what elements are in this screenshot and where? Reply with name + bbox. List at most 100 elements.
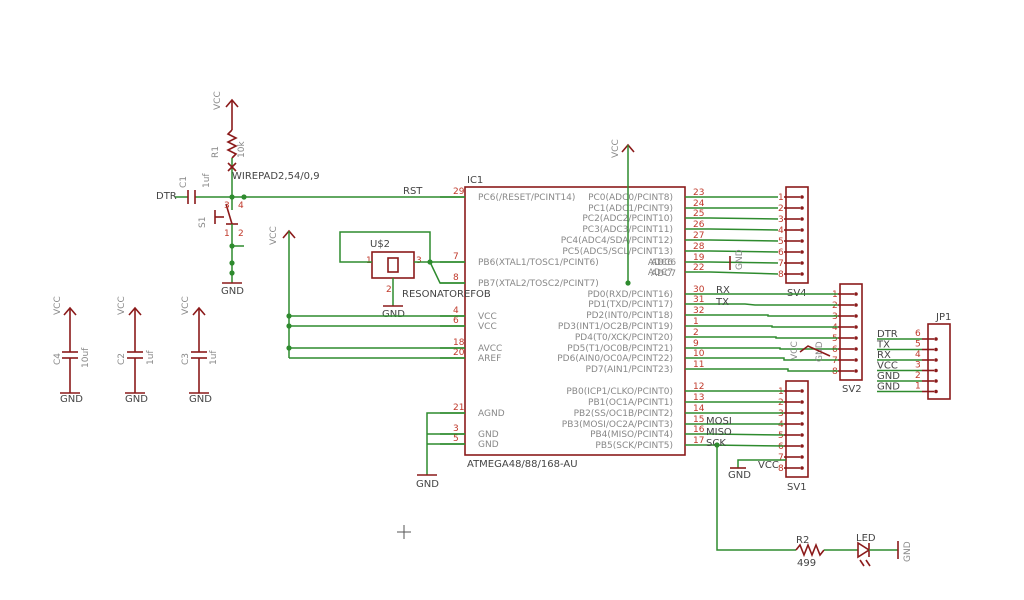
vcc-symbol-adc: VCC	[611, 139, 635, 158]
ic-pin-number: 29	[453, 187, 465, 197]
header-pin-dot	[800, 217, 804, 221]
ic-pin-number: 20	[453, 348, 465, 358]
capacitor-c1: C1 1uf	[179, 173, 212, 204]
c4-ref: C4	[53, 353, 63, 365]
header-pin-number: 8	[778, 270, 784, 280]
ic-pin-number: 25	[693, 209, 704, 219]
c3-value: 1uf	[209, 350, 219, 365]
ic-pin-number: 24	[693, 199, 705, 209]
sv1-wire	[709, 433, 785, 436]
header-pin-number: 6	[778, 442, 784, 452]
sv2-wires	[710, 293, 838, 372]
adc7-label: ADC7	[651, 269, 676, 279]
header-pin-dot	[800, 195, 804, 199]
header-pin-number: 2	[778, 204, 784, 214]
ic-pin-name: PB4(MISO/PCINT4)	[590, 430, 673, 440]
gnd-label: GND	[735, 249, 745, 270]
jp1-signal-name: RX	[877, 350, 891, 361]
header-pin-dot	[854, 314, 858, 318]
header-pin-dot	[854, 358, 858, 362]
header-pin-number: 3	[832, 312, 838, 322]
ic-pin-name: PB7(XTAL2/TOSC2/PCINT7)	[478, 279, 599, 289]
u2-ref: U$2	[370, 239, 390, 250]
jp1-signal-name: GND	[877, 382, 900, 393]
vcc-symbol-ic: VCC	[269, 226, 296, 245]
jp1-pin-number: 2	[915, 371, 921, 381]
ic-pin-number: 3	[453, 424, 459, 434]
ic-pin-name: ADC7	[648, 268, 673, 278]
ic-pin-name: PD6(AIN0/OC0A/PCINT22)	[557, 354, 673, 364]
ic-pin-name: PD1(TXD/PCINT17)	[588, 300, 673, 310]
header-pin-dot	[800, 206, 804, 210]
gnd-symbol-sv4: GND	[729, 249, 745, 270]
led-label: LED	[856, 533, 876, 544]
jp1-pin-number: 3	[915, 361, 921, 371]
header-pin-dot	[800, 239, 804, 243]
ic-pin-name: PD0(RXD/PCINT16)	[587, 290, 673, 300]
r1-value: 10k	[237, 141, 247, 158]
header-pin-number: 1	[778, 387, 784, 397]
ic-pin-number: 31	[693, 295, 704, 305]
header-jp1	[927, 323, 951, 400]
ic1-right-pins: 23PC0(ADC0/PCINT8)24PC1(ADC1/PCINT9)25PC…	[557, 188, 710, 451]
r1-ref: R1	[211, 146, 221, 158]
sv2-label: SV2	[842, 384, 862, 395]
ic-pin-name: PD3(INT1/OC2B/PCINT19)	[558, 322, 673, 332]
sv2-wire	[710, 368, 838, 372]
sv4-wire	[709, 217, 779, 220]
c3-ref: C3	[181, 353, 191, 365]
ic-pin-number: 14	[693, 404, 705, 414]
resonator-label: RESONATOREFOB	[402, 289, 491, 300]
jp1-pin-number: 5	[915, 340, 921, 350]
sv4-wire	[709, 239, 779, 242]
header-pin-number: 7	[778, 453, 784, 463]
header-pin-number: 1	[832, 290, 838, 300]
ic-pin-name: PB2(SS/OC1B/PCINT2)	[574, 409, 673, 419]
ic-pin-number: 30	[693, 285, 705, 295]
gnd-label: GND	[728, 470, 751, 481]
adc6-label: ADC6	[651, 258, 676, 268]
sv2-wire	[710, 357, 838, 361]
ic-pin-number: 7	[453, 252, 459, 262]
vcc-label: VCC	[758, 460, 779, 471]
vcc-label: VCC	[181, 296, 191, 315]
sv1-wire	[709, 444, 785, 447]
header-pin-dot	[800, 466, 804, 470]
header-pin-number: 6	[832, 345, 838, 355]
header-pin-number: 2	[778, 398, 784, 408]
header-pin-number: 5	[832, 334, 838, 344]
resistor-r1: R1 10k	[211, 129, 247, 159]
header-sv2	[839, 283, 863, 381]
ic-pin-number: 23	[693, 188, 704, 198]
vcc-label: VCC	[117, 296, 127, 315]
header-pin-dot	[800, 411, 804, 415]
ic-pin-number: 22	[693, 263, 704, 273]
header-pin-number: 4	[778, 226, 784, 236]
ic-pin-number: 11	[693, 360, 704, 370]
ic-pin-name: PB5(SCK/PCINT5)	[595, 441, 673, 451]
ic-pin-name: GND	[478, 440, 499, 450]
jp1-pin-dot	[934, 368, 938, 373]
header-pin-dot	[800, 389, 804, 393]
tx-label: TX	[715, 297, 729, 308]
ic-pin-number: 19	[693, 253, 705, 263]
ic-pin-number: 32	[693, 306, 704, 316]
ic-pin-name: PC5(ADC5/SCL/PCINT13)	[562, 247, 673, 257]
vcc-label: VCC	[213, 91, 223, 110]
header-pin-dot	[854, 347, 858, 351]
header-pin-dot	[854, 336, 858, 340]
ic-pin-name: PC6(/RESET/PCINT14)	[478, 193, 575, 203]
ic-pin-name: PB0(ICP1/CLKO/PCINT0)	[566, 387, 673, 397]
ic-pin-number: 28	[693, 242, 705, 252]
gnd-label-s1: GND	[221, 286, 244, 297]
sv4-wire	[709, 261, 779, 264]
ic-pin-name: GND	[478, 430, 499, 440]
ic-pin-name: AVCC	[478, 344, 502, 354]
mosi-label: MOSI	[706, 416, 732, 427]
vcc-label: VCC	[53, 296, 63, 315]
header-pin-dot	[800, 272, 804, 276]
s1-pin4: 4	[238, 201, 244, 211]
